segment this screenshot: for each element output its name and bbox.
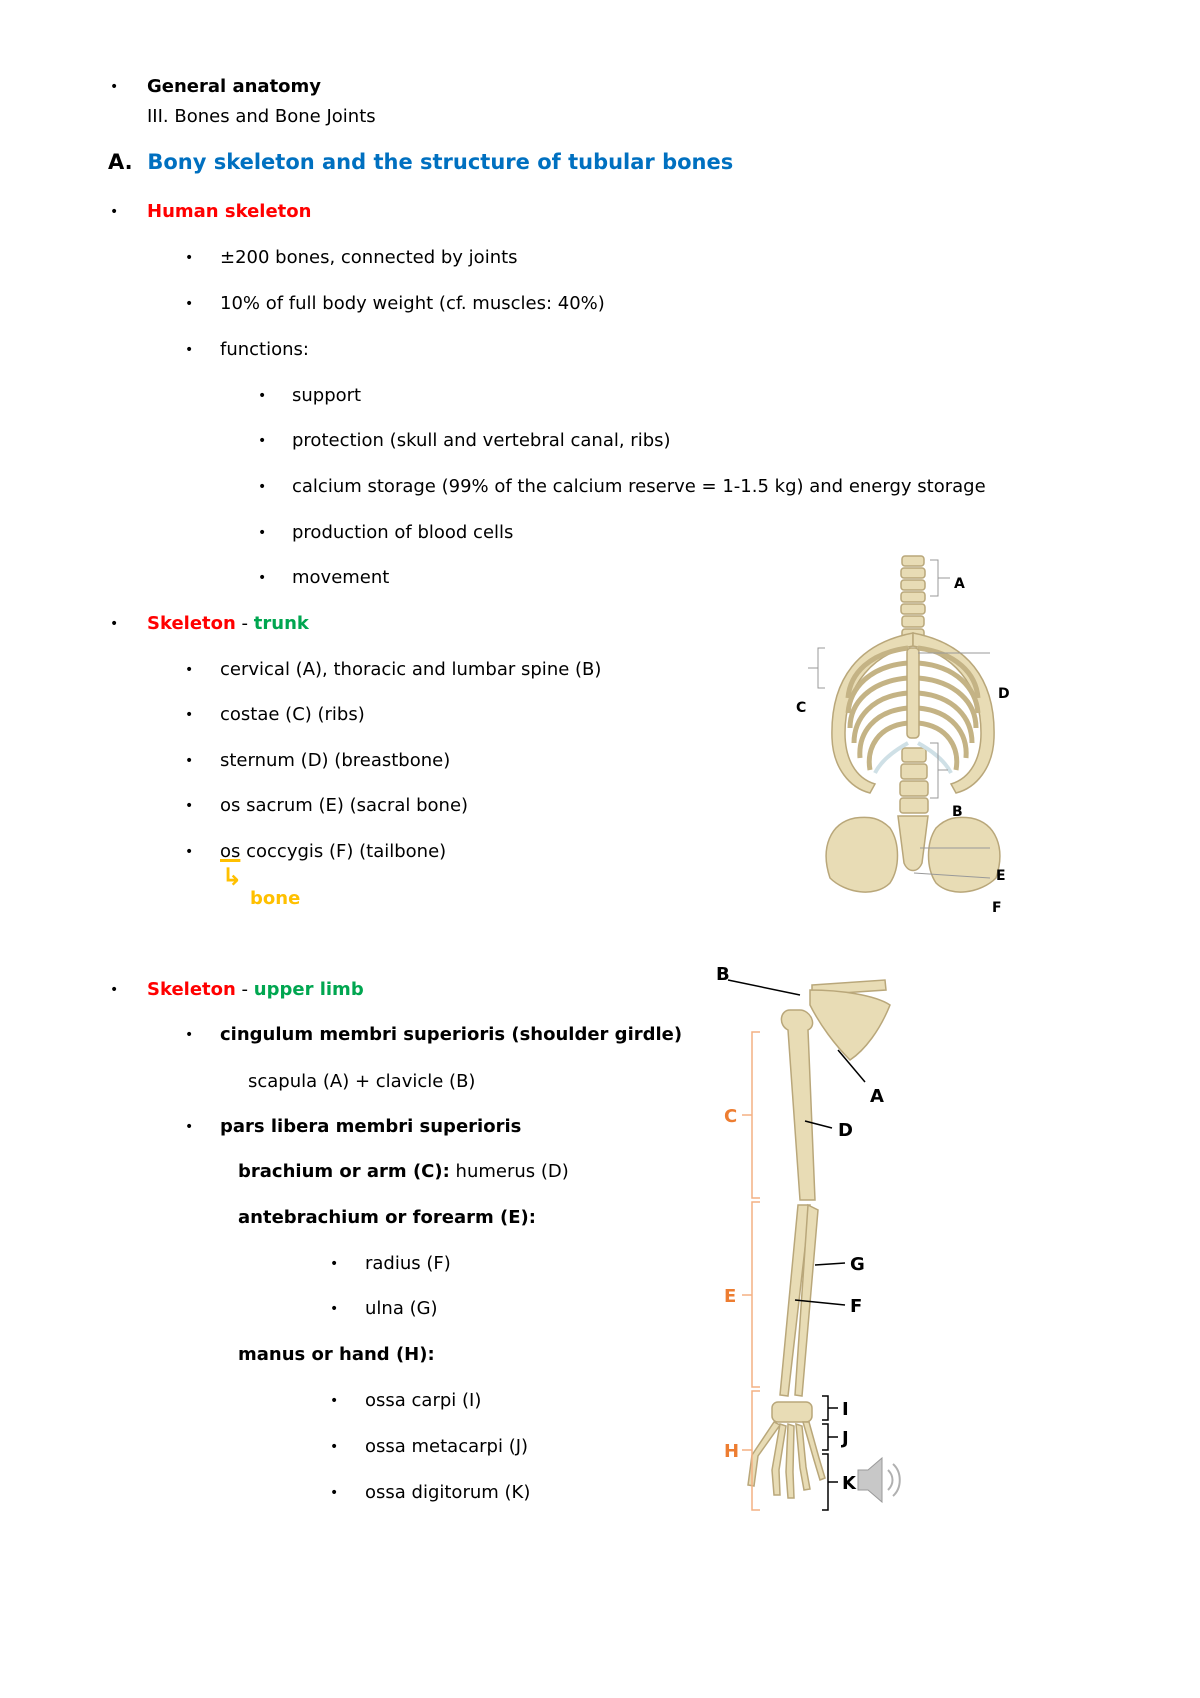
speaker-icon[interactable] xyxy=(857,1456,901,1504)
girdle-parts: scapula (A) + clavicle (B) xyxy=(248,1071,476,1092)
trunk-label-b: B xyxy=(952,804,963,820)
list-item: sternum (D) (breastbone) xyxy=(220,750,451,771)
bullet: • xyxy=(185,1119,194,1135)
bullet: • xyxy=(185,662,194,678)
bullet: • xyxy=(110,616,119,632)
hand-bone: ossa digitorum (K) xyxy=(365,1482,531,1503)
trunk-label-a: A xyxy=(954,576,965,592)
list-item: cervical (A), thoracic and lumbar spine … xyxy=(220,659,602,680)
finger-bones xyxy=(747,1421,826,1499)
carpals xyxy=(771,1401,813,1423)
hand-bone: ossa carpi (I) xyxy=(365,1390,482,1411)
pelvis xyxy=(825,815,1001,893)
forearm-item: antebrachium or forearm (E): xyxy=(238,1207,536,1228)
spine xyxy=(899,555,929,814)
heading-letter: A. xyxy=(108,150,133,174)
limb-label-c: C xyxy=(724,1106,737,1127)
limb-label-h: H xyxy=(724,1441,739,1462)
brackets xyxy=(742,1031,760,1511)
humerus xyxy=(780,1009,816,1201)
arm-item: brachium or arm (C): humerus (D) xyxy=(238,1161,569,1182)
list-item: costae (C) (ribs) xyxy=(220,704,365,725)
upper-limb-title: Skeleton - upper limb xyxy=(147,979,364,1000)
hand-item: manus or hand (H): xyxy=(238,1344,435,1365)
upper-limb-figure: A B C D E F G H I J K xyxy=(716,964,901,1511)
limb-label-e: E xyxy=(724,1286,736,1307)
list-item: os sacrum (E) (sacral bone) xyxy=(220,795,469,816)
limb-label-f: F xyxy=(850,1296,862,1317)
limb-label-i: I xyxy=(842,1399,849,1420)
function-item: support xyxy=(292,385,362,406)
limb-label-k: K xyxy=(842,1473,857,1494)
bullet: • xyxy=(258,433,267,449)
list-item: 10% of full body weight (cf. muscles: 40… xyxy=(220,293,605,314)
trunk-label-d: D xyxy=(998,686,1010,702)
bullet: • xyxy=(185,342,194,358)
bullet: • xyxy=(185,798,194,814)
note-arrow: ↳ xyxy=(222,863,243,891)
forearm-bone: ulna (G) xyxy=(365,1298,438,1319)
subsection-title: III. Bones and Bone Joints xyxy=(147,106,376,127)
bullet: • xyxy=(110,79,119,95)
ribs xyxy=(845,645,981,771)
bullet: • xyxy=(185,296,194,312)
bullet: • xyxy=(330,1439,339,1455)
list-item: functions: xyxy=(220,339,309,360)
pars-item: pars libera membri superioris xyxy=(220,1116,522,1137)
trunk-label-e: E xyxy=(996,868,1006,884)
hand-bone: ossa metacarpi (J) xyxy=(365,1436,529,1457)
label-lines xyxy=(727,979,866,1511)
human-skeleton-title: Human skeleton xyxy=(147,201,312,222)
girdle-item: cingulum membri superioris (shoulder gir… xyxy=(220,1024,683,1045)
bullet: • xyxy=(330,1485,339,1501)
limb-label-b: B xyxy=(716,964,730,985)
list-item: ±200 bones, connected by joints xyxy=(220,247,518,268)
trunk-label-f: F xyxy=(992,900,1002,916)
heading-title: Bony skeleton and the structure of tubul… xyxy=(147,150,734,174)
bullet: • xyxy=(258,479,267,495)
bullet: • xyxy=(330,1301,339,1317)
bullet: • xyxy=(185,707,194,723)
rib-cage xyxy=(831,632,995,794)
trunk-skeleton-figure: A B C D E F xyxy=(796,555,1010,916)
list-item: os coccygis (F) (tailbone) xyxy=(220,841,447,862)
function-item: production of blood cells xyxy=(292,522,514,543)
bullet: • xyxy=(330,1256,339,1272)
bullet: • xyxy=(330,1393,339,1409)
page-heading: A. Bony skeleton and the structure of tu… xyxy=(108,149,733,175)
note-bone: bone xyxy=(250,888,301,909)
bullet: • xyxy=(258,388,267,404)
bullet: • xyxy=(185,753,194,769)
limb-label-d: D xyxy=(838,1120,853,1141)
limb-label-j: J xyxy=(840,1428,849,1449)
bullet: • xyxy=(258,525,267,541)
trunk-label-c: C xyxy=(796,700,806,716)
scapula xyxy=(809,989,891,1061)
bullet: • xyxy=(185,844,194,860)
section-title: General anatomy xyxy=(147,76,322,97)
forearm-bone: radius (F) xyxy=(365,1253,451,1274)
bullet: • xyxy=(258,570,267,586)
bullet: • xyxy=(185,1027,194,1043)
function-item: calcium storage (99% of the calcium rese… xyxy=(292,476,986,497)
costal-cartilage xyxy=(873,741,953,774)
trunk-title: Skeleton - trunk xyxy=(147,613,309,634)
sternum xyxy=(906,647,920,739)
limb-label-g: G xyxy=(850,1254,865,1275)
bullet: • xyxy=(110,204,119,220)
function-item: movement xyxy=(292,567,390,588)
function-item: protection (skull and vertebral canal, r… xyxy=(292,430,671,451)
limb-label-a: A xyxy=(870,1086,884,1107)
bullet: • xyxy=(185,250,194,266)
label-leaders xyxy=(808,559,991,879)
bullet: • xyxy=(110,982,119,998)
